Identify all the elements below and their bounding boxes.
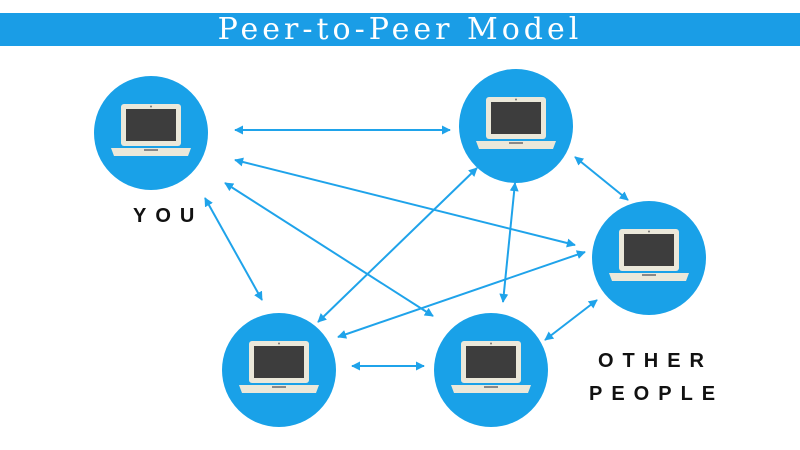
node-peer-right bbox=[592, 201, 706, 315]
diagram-title: Peer-to-Peer Model bbox=[217, 11, 583, 47]
laptop-icon bbox=[476, 97, 556, 149]
laptop-icon bbox=[239, 341, 319, 393]
arrow-right-bottomleft bbox=[337, 250, 586, 339]
label-other: OTHER bbox=[598, 350, 713, 372]
laptop-icon bbox=[111, 104, 191, 156]
laptop-icon bbox=[609, 229, 689, 281]
arrow-top-bottomright bbox=[499, 182, 519, 303]
arrow-right-bottomright bbox=[544, 299, 598, 341]
arrow-you-bottomright bbox=[224, 182, 434, 317]
label-people: PEOPLE bbox=[589, 383, 725, 405]
node-you bbox=[94, 76, 208, 190]
arrow-you-bottomleft bbox=[204, 197, 263, 301]
node-peer-bottomright bbox=[434, 313, 548, 427]
title-bar: Peer-to-Peer Model bbox=[0, 13, 800, 46]
node-peer-top bbox=[459, 69, 573, 183]
label-you: YOU bbox=[133, 205, 204, 227]
arrow-top-right bbox=[574, 156, 629, 201]
arrow-top-bottomleft bbox=[317, 167, 478, 323]
laptop-icon bbox=[451, 341, 531, 393]
node-peer-bottomleft bbox=[222, 313, 336, 427]
